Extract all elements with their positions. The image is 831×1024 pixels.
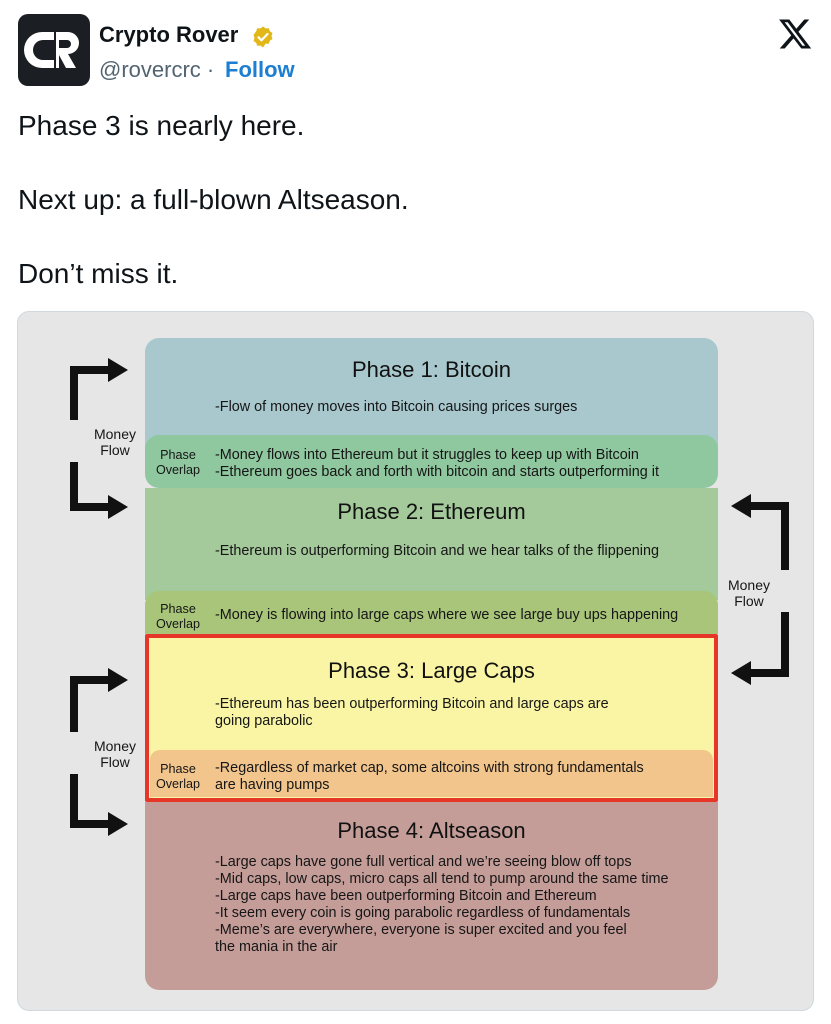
- follow-button[interactable]: Follow: [225, 57, 295, 82]
- tweet-text-line-2: Next up: a full-blown Altseason.: [18, 184, 409, 215]
- verified-badge-icon: [253, 26, 273, 48]
- arrowhead-icon: [108, 495, 128, 519]
- arrowhead-icon: [108, 668, 128, 692]
- phase-3-text: -Ethereum has been outperforming Bitcoin…: [215, 696, 609, 729]
- overlap-3-text: -Regardless of market cap, some altcoins…: [215, 760, 644, 793]
- phase-1-title: Phase 1: Bitcoin: [352, 357, 511, 382]
- phase-overlap-label-3: Phase Overlap: [155, 762, 201, 791]
- avatar[interactable]: [18, 14, 90, 86]
- phase-2-title: Phase 2: Ethereum: [337, 499, 526, 524]
- author-handle[interactable]: @rovercrc ·: [99, 57, 214, 83]
- phase-1-text: -Flow of money moves into Bitcoin causin…: [215, 399, 578, 415]
- arrowhead-icon: [108, 812, 128, 836]
- phase-overlap-label-2: Phase Overlap: [155, 602, 201, 631]
- money-flow-label-left-bottom: Money Flow: [93, 738, 137, 770]
- phase-3-title: Phase 3: Large Caps: [328, 658, 535, 683]
- money-flow-arrow-icon: [748, 502, 789, 677]
- phase-4-text: -Large caps have gone full vertical and …: [215, 854, 669, 955]
- author-name[interactable]: Crypto Rover: [99, 22, 239, 47]
- phase-4-band: [145, 802, 718, 990]
- handle-text[interactable]: @rovercrc: [99, 57, 201, 82]
- arrowhead-icon: [731, 494, 751, 518]
- arrowhead-icon: [108, 358, 128, 382]
- phase-2-text: -Ethereum is outperforming Bitcoin and w…: [215, 543, 659, 559]
- money-flow-arrow-icon: [70, 676, 110, 828]
- money-flow-label-right: Money Flow: [727, 577, 771, 609]
- phase-overlap-label-1: Phase Overlap: [155, 448, 201, 477]
- phase-overlap-2-band: [145, 591, 718, 634]
- phase-1-band: [145, 338, 718, 450]
- tweet-text-line-3: Don’t miss it.: [18, 258, 179, 289]
- overlap-2-text: -Money is flowing into large caps where …: [215, 607, 679, 623]
- phase-2-band: [145, 488, 718, 600]
- tweet-text-line-1: Phase 3 is nearly here.: [18, 110, 305, 141]
- arrowhead-icon: [731, 661, 751, 685]
- cr-logo-icon: [24, 32, 79, 68]
- phase-overlap-3-band: [150, 750, 713, 797]
- x-logo-icon[interactable]: [777, 16, 813, 52]
- money-flow-arrow-icon: [70, 366, 110, 511]
- overlap-1-text: -Money flows into Ethereum but it strugg…: [215, 447, 659, 480]
- money-flow-label-left-top: Money Flow: [93, 426, 137, 458]
- phase-overlap-1-band: [145, 435, 718, 488]
- handle-separator: ·: [200, 57, 215, 82]
- phase-4-title: Phase 4: Altseason: [337, 818, 526, 843]
